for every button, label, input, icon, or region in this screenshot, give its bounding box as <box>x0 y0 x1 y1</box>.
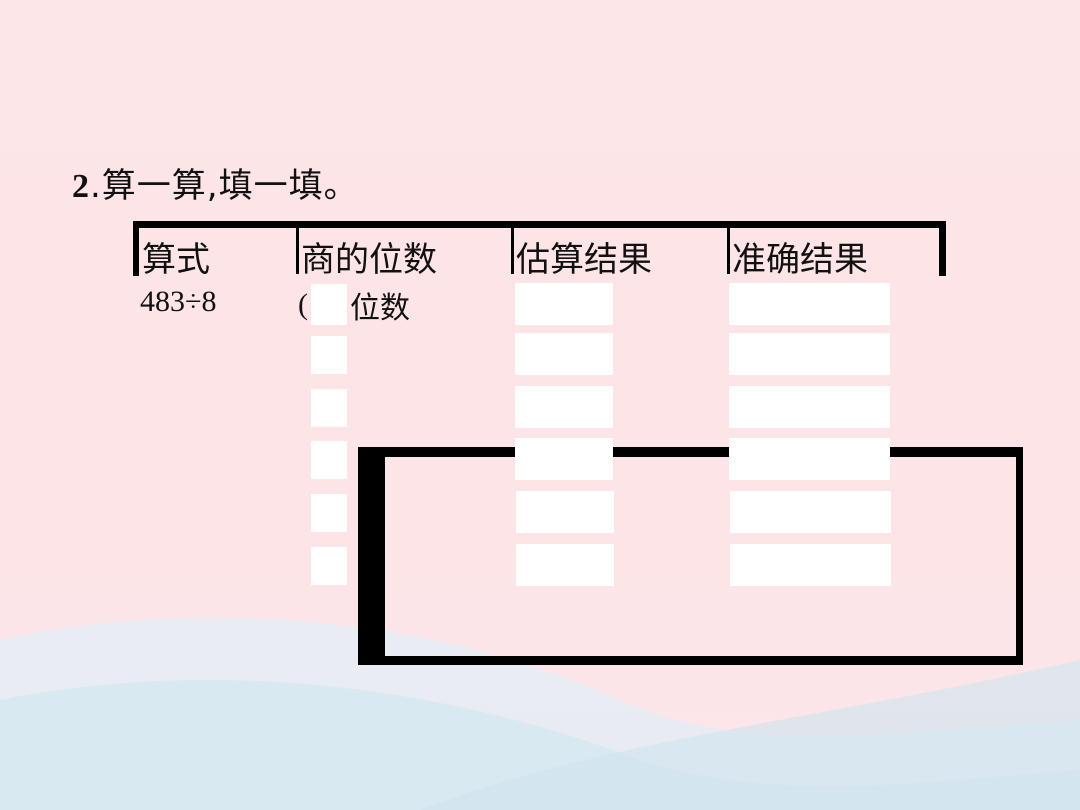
frame-right-border <box>1016 447 1023 665</box>
estimate-answer-box[interactable] <box>515 333 613 375</box>
question-number: 2 <box>72 168 90 205</box>
digits-answer-box[interactable] <box>311 547 347 585</box>
col-divider-3 <box>727 228 730 274</box>
digits-answer-box[interactable] <box>311 336 347 374</box>
exact-answer-box[interactable] <box>730 544 891 586</box>
estimate-answer-box[interactable] <box>515 386 613 428</box>
question-title: 2.算一算,填一填。 <box>72 158 359 207</box>
digits-answer-box[interactable] <box>311 389 347 427</box>
exact-answer-box[interactable] <box>729 386 890 428</box>
digits-answer-box[interactable] <box>311 284 347 325</box>
col-divider-2 <box>511 228 514 274</box>
open-paren: ( <box>298 288 308 321</box>
exact-answer-box[interactable] <box>729 283 890 325</box>
estimate-answer-box[interactable] <box>516 544 614 586</box>
table-top-border <box>133 221 946 228</box>
table-right-border <box>939 221 946 276</box>
table-left-border <box>133 221 139 276</box>
header-estimate: 估算结果 <box>516 240 652 280</box>
digits-answer-box[interactable] <box>311 441 347 479</box>
header-expression: 算式 <box>142 240 210 280</box>
exact-answer-box[interactable] <box>729 438 890 480</box>
exact-answer-box[interactable] <box>730 491 891 533</box>
frame-top-border <box>358 447 1023 457</box>
estimate-answer-box[interactable] <box>516 491 614 533</box>
question-text: .算一算,填一填。 <box>90 166 359 206</box>
frame-left-bar <box>358 447 385 665</box>
header-exact: 准确结果 <box>732 240 868 280</box>
expression-value: 483÷8 <box>140 285 217 318</box>
digits-suffix: 位数 <box>350 291 410 326</box>
estimate-answer-box[interactable] <box>515 438 613 480</box>
header-quotient-digits: 商的位数 <box>301 240 437 280</box>
frame-bottom-border <box>358 656 1023 665</box>
digits-answer-box[interactable] <box>311 494 347 532</box>
col-divider-1 <box>296 228 299 274</box>
exact-answer-box[interactable] <box>729 333 890 375</box>
estimate-answer-box[interactable] <box>515 283 613 325</box>
